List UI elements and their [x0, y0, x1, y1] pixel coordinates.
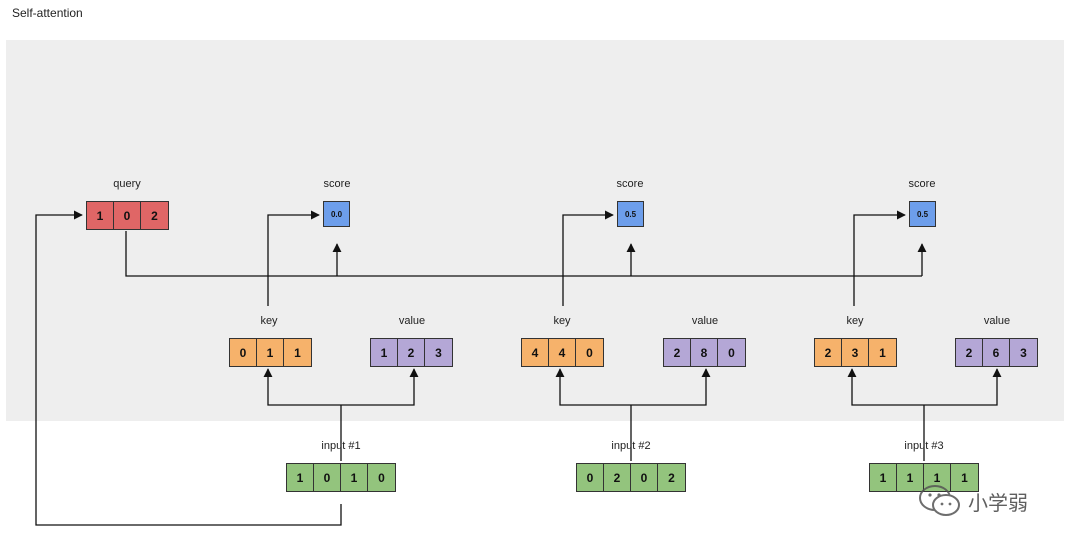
page-title: Self-attention — [12, 6, 83, 20]
value-label: value — [983, 315, 1011, 327]
input-cell: 1 — [341, 464, 368, 491]
input-cell: 0 — [368, 464, 395, 491]
key-vector-3: 2 3 1 — [814, 338, 897, 367]
input-cell: 1 — [870, 464, 897, 491]
key1-to-score-arrow — [267, 210, 320, 306]
key-cell: 0 — [576, 339, 603, 366]
value-cell: 6 — [983, 339, 1010, 366]
input-vector-2: 0 2 0 2 — [576, 463, 686, 492]
value-cell: 3 — [1010, 339, 1037, 366]
score-label: score — [323, 178, 351, 190]
value-cell: 2 — [664, 339, 691, 366]
input2-to-key-arrow — [555, 368, 631, 406]
score-box-3: 0.5 — [909, 201, 936, 227]
query-vector: 1 0 2 — [86, 201, 169, 230]
key-cell: 4 — [522, 339, 549, 366]
query-cell: 0 — [114, 202, 141, 229]
input-cell: 2 — [604, 464, 631, 491]
key-cell: 1 — [284, 339, 311, 366]
key-vector-1: 0 1 1 — [229, 338, 312, 367]
value-cell: 2 — [956, 339, 983, 366]
input-cell: 0 — [314, 464, 341, 491]
score-label: score — [616, 178, 644, 190]
input-cell: 1 — [951, 464, 978, 491]
query-label: query — [113, 178, 141, 190]
input1-to-key-arrow — [263, 368, 341, 406]
input-label-2: input #2 — [611, 440, 651, 452]
score-box-1: 0.0 — [323, 201, 350, 227]
key-cell: 0 — [230, 339, 257, 366]
key-cell: 1 — [869, 339, 896, 366]
input-cell: 1 — [287, 464, 314, 491]
input2-to-value-arrow — [631, 368, 711, 406]
key-cell: 2 — [815, 339, 842, 366]
key2-to-score-arrow — [562, 210, 614, 306]
watermark-text: 小学弱 — [968, 492, 1028, 515]
input-vector-1: 1 0 1 0 — [286, 463, 396, 492]
value-vector-3: 2 6 3 — [955, 338, 1038, 367]
input-cell: 2 — [658, 464, 685, 491]
wechat-icon — [919, 485, 960, 516]
value-label: value — [691, 315, 719, 327]
key3-to-score-arrow — [853, 210, 906, 306]
input-label-1: input #1 — [321, 440, 361, 452]
input3-to-key-arrow — [847, 368, 924, 406]
value-cell: 8 — [691, 339, 718, 366]
value-cell: 1 — [371, 339, 398, 366]
input-label-3: input #3 — [904, 440, 944, 452]
key-label: key — [260, 315, 278, 327]
value-vector-2: 2 8 0 — [663, 338, 746, 367]
input3-to-value-arrow — [924, 368, 1002, 406]
input1-to-value-arrow — [341, 368, 419, 406]
score-label: score — [908, 178, 936, 190]
value-cell: 2 — [398, 339, 425, 366]
input-cell: 1 — [897, 464, 924, 491]
value-vector-1: 1 2 3 — [370, 338, 453, 367]
key-cell: 3 — [842, 339, 869, 366]
value-label: value — [398, 315, 426, 327]
key-label: key — [553, 315, 571, 327]
key-cell: 4 — [549, 339, 576, 366]
input1-to-query-arrow — [35, 210, 342, 526]
value-cell: 0 — [718, 339, 745, 366]
key-vector-2: 4 4 0 — [521, 338, 604, 367]
key-label: key — [846, 315, 864, 327]
value-cell: 3 — [425, 339, 452, 366]
query-cell: 2 — [141, 202, 168, 229]
input-cell: 0 — [631, 464, 658, 491]
input-cell: 0 — [577, 464, 604, 491]
watermark: 小学弱 — [918, 484, 1028, 518]
query-cell: 1 — [87, 202, 114, 229]
score-box-2: 0.5 — [617, 201, 644, 227]
key-cell: 1 — [257, 339, 284, 366]
input-vector-3: 1 1 1 1 — [869, 463, 979, 492]
query-bus-line — [125, 231, 922, 277]
